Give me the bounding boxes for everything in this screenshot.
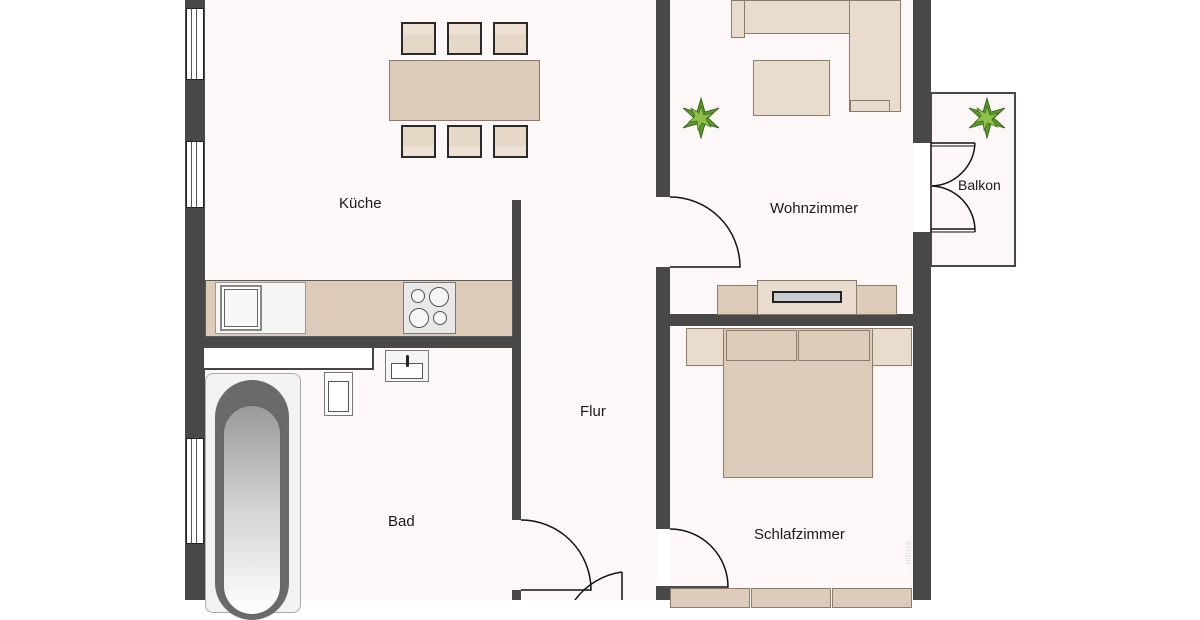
plant-icon (682, 96, 720, 140)
wall-flur-left-bottom (512, 590, 521, 600)
sofa-armrest (850, 100, 890, 112)
wall-wohnzimmer-schlafzimmer (656, 314, 913, 326)
pillow-left (726, 330, 797, 361)
sofa-armrest (731, 0, 745, 38)
room-label-balkon: Balkon (958, 177, 1001, 193)
room-label-wohnzimmer: Wohnzimmer (770, 200, 859, 217)
wall-flur-left-upper (512, 200, 521, 348)
bathroom-shelf (202, 348, 374, 370)
wall-schlafzimmer-left (656, 326, 670, 529)
wall-kueche-bad (205, 337, 520, 348)
pillow-right (798, 330, 870, 361)
dining-table (389, 60, 540, 121)
chair (401, 125, 436, 158)
sink-basin (220, 285, 262, 331)
plant-icon (968, 96, 1006, 140)
wall-right-upper (913, 0, 931, 143)
window-kueche-1 (186, 8, 204, 80)
chair (401, 22, 436, 55)
window-kueche-2 (186, 141, 204, 208)
chair (447, 125, 482, 158)
tv-icon (772, 291, 842, 303)
chair (493, 125, 528, 158)
floor-balkon (930, 92, 1016, 267)
wall-flur-left-lower (512, 348, 521, 520)
washbasin-icon (385, 350, 429, 382)
door-swings (520, 142, 976, 600)
room-label-flur: Flur (580, 403, 606, 420)
wall-schlafzimmer-left-bottom (656, 586, 670, 600)
watermark: ...ndriss (903, 540, 913, 572)
toilet-icon (324, 372, 353, 416)
chair (447, 22, 482, 55)
wall-wohnzimmer-left-lower (656, 267, 670, 327)
stove-icon (403, 282, 456, 334)
bathtub-icon (205, 373, 301, 620)
wall-right-lower (913, 232, 931, 600)
coffee-table (753, 60, 830, 116)
window-bad (186, 438, 204, 544)
chair (493, 22, 528, 55)
room-label-bad: Bad (388, 513, 415, 530)
room-label-schlafzimmer: Schlafzimmer (754, 526, 845, 543)
wall-wohnzimmer-left-upper (656, 0, 670, 197)
room-label-kueche: Küche (339, 195, 382, 212)
